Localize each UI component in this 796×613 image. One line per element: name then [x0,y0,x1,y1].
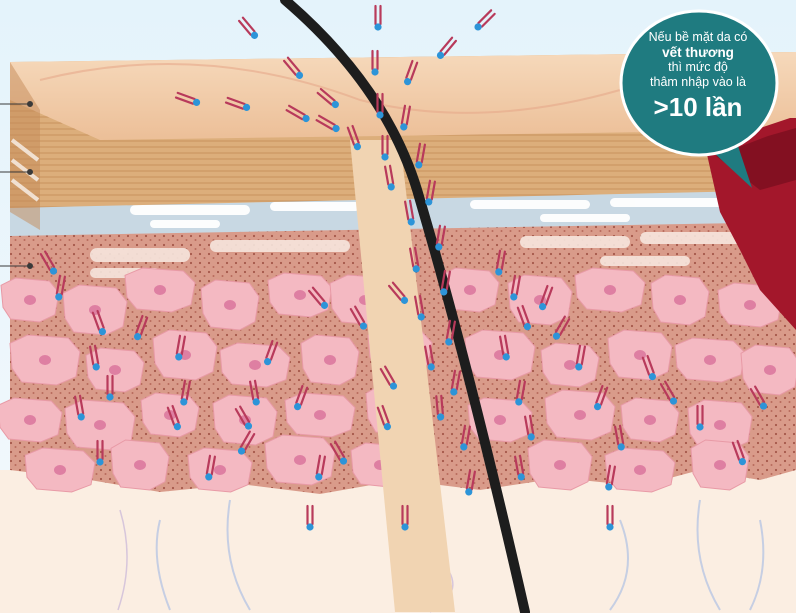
skin-cell-icon [63,285,127,335]
skin-cell-icon [1,278,59,322]
skin-cell-icon [541,343,599,387]
skin-cell-icon [0,398,62,442]
skin-cell-icon [575,268,645,312]
skin-cell-icon [10,335,80,385]
callout-line-4: thâm nhập vào là [632,75,764,90]
skin-cell-icon [201,280,259,330]
skin-cell-icon [651,275,709,325]
skin-cell-icon [608,330,672,380]
skin-cell-icon [213,395,277,445]
skin-cell-icon [285,393,355,437]
skin-cell-icon [125,268,195,312]
skin-cell-icon [268,273,332,317]
skin-cell-icon [111,440,169,490]
skin-cell-icon [301,335,359,385]
skin-cell-icon [188,448,252,492]
skin-cell-icon [621,398,679,442]
skin-cell-icon [528,440,592,490]
skin-cell-icon [675,338,745,382]
skin-cell-icon [508,275,572,325]
callout-line-1: Nếu bề mặt da có [632,30,764,45]
skin-cell-icon [741,345,796,395]
skin-cell-icon [25,448,95,492]
callout-value: >10 lần [632,92,764,122]
callout-line-3: thì mức độ [632,60,764,75]
callout-text: Nếu bề mặt da có vết thương thì mức độ t… [632,30,764,122]
callout-line-2: vết thương [632,45,764,60]
skin-cell-icon [605,448,675,492]
